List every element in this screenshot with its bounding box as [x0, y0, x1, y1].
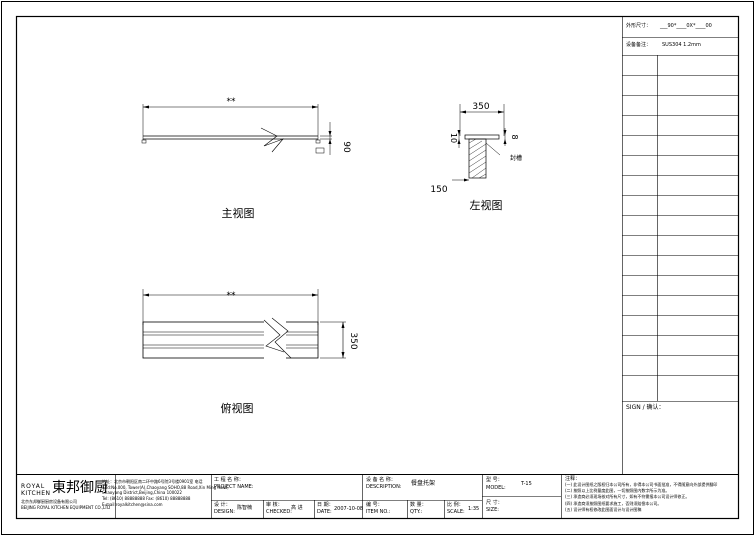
left-view-side-dim-right: 8 — [510, 134, 519, 139]
note-2: (二) 按照以上比例量度此图，一切按照图内数字所示为准。 — [565, 488, 670, 493]
model-value: T-15 — [521, 481, 532, 487]
date-value: 2007-10-08 — [334, 506, 364, 512]
date-label-en: DATE: — [317, 509, 332, 515]
size-label: 尺 寸： — [486, 500, 503, 506]
front-view — [141, 104, 332, 155]
brand-en-1: ROYAL — [21, 483, 46, 490]
project-name-label: 工 程 名 称： — [214, 477, 244, 483]
description-label: 设 备 名 称： — [366, 477, 396, 483]
top-view-length-mark: ** — [227, 291, 237, 301]
item-no-label: 编 号： — [366, 502, 383, 508]
top-view-width-dim: 350 — [348, 332, 358, 349]
designer-name: 陈智楠 — [237, 505, 253, 511]
inner-border — [15, 15, 740, 520]
notes-title: 注释： — [565, 476, 581, 482]
title-block-grid — [16, 474, 738, 518]
front-view-length-mark: ** — [227, 97, 237, 107]
scale-label-en: SCALE: — [447, 509, 465, 515]
date-label: 日 期： — [317, 502, 334, 508]
scale-value: 1:35 — [468, 506, 480, 512]
model-label-en: MODEL: — [486, 485, 506, 491]
design-label-en: DESIGN: — [214, 509, 235, 515]
qty-label: 数 量： — [410, 502, 427, 508]
sign-label: SIGN / 确认： — [626, 404, 665, 411]
checked-label: 审 核： — [266, 502, 283, 508]
description-label-en: DESCRIPTION: — [366, 484, 402, 490]
address-line-1: 地址：北京市朝阳区南二环中路6号院3号楼0901室 电话 — [102, 479, 203, 484]
address-line-2: Add:No.000, Tower(A),Chaoyang SOHO,88 Ro… — [102, 485, 229, 490]
size-label-en: SIZE: — [486, 507, 499, 513]
material-value: SUS304 1.2mm — [662, 42, 701, 48]
address-line-3: Chaoyang District,Beijing,China 100022 — [102, 490, 182, 495]
brand-logo-cn: 東邦御厨 — [52, 480, 108, 496]
checked-label-en: CHECKED: — [266, 509, 292, 515]
overall-size-value: ___90*____0X*____00 — [660, 23, 712, 29]
front-view-height-dim: 90 — [341, 141, 351, 153]
checker-name: 高 进 — [291, 505, 303, 511]
front-view-label: 主视图 — [222, 206, 255, 220]
note-3: (三) 承造商必须现场核对所有尺寸，如有不符需报本公司设计师修正。 — [565, 494, 690, 499]
spec-table-grid — [622, 17, 738, 474]
address-line-4: Tel: (8610) 88888888 Fax: (8610) 8888888… — [102, 496, 191, 501]
model-label: 型 号： — [486, 477, 503, 483]
brand-en-2: KITCHEN — [21, 490, 51, 497]
item-no-label-en: ITEM NO.: — [366, 509, 391, 515]
top-view-label: 俯视图 — [221, 401, 254, 415]
company-name-en: BEIJING ROYAL KITCHEN EQUIPMENT CO.,LTD — [21, 505, 111, 510]
note-5: (五) 设计师有权修改此图面设计与设计图稿 — [565, 507, 642, 512]
left-view — [452, 104, 507, 182]
note-4: (四) 承造商须按照图纸要求施工，否则须赔偿本公司。 — [565, 501, 662, 506]
project-name-label-en: PROJECT NAME: — [214, 484, 254, 490]
description-value: 餐盘托架 — [411, 480, 436, 487]
address-line-5: E-mail:royalkitchen@sina.com — [102, 502, 163, 507]
left-view-label: 左视图 — [470, 198, 503, 212]
left-view-side-dim-left: 10 — [449, 133, 458, 143]
left-view-bottom-dim: 150 — [430, 185, 447, 195]
left-view-top-dim: 350 — [472, 102, 489, 112]
company-name-cn: 北京东邦御厨厨房设备有限公司 — [21, 499, 77, 504]
scale-label: 比 例： — [447, 502, 464, 508]
note-1: (一) 此设计图纸之版权归本公司所有，非得本公司书面批准，不得随意向外部提供翻印 — [565, 482, 718, 487]
qty-label-en: QTY.: — [410, 509, 423, 515]
material-label: 设备备注： — [626, 42, 652, 48]
design-label: 设 计： — [214, 502, 231, 508]
top-view — [142, 289, 346, 361]
overall-size-label: 外形尺寸： — [626, 23, 652, 29]
left-view-callout: 封槽 — [510, 154, 522, 162]
